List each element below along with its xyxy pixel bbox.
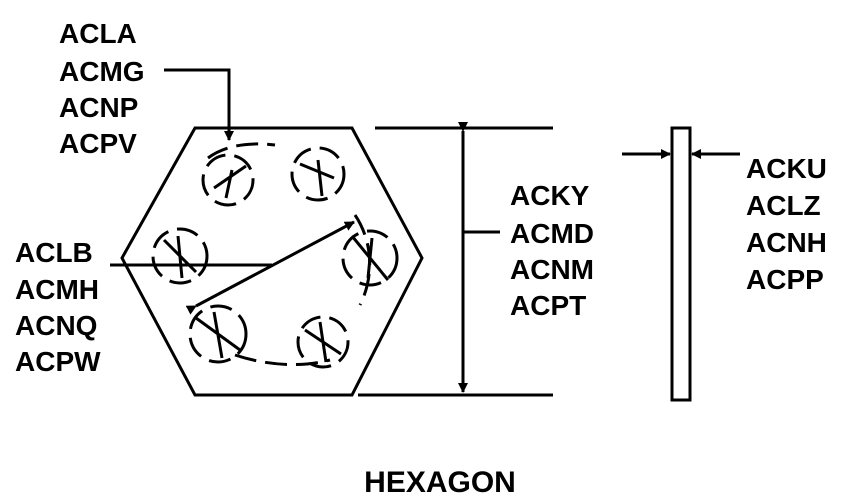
diagram-title: HEXAGON <box>364 466 516 499</box>
label-acmd: ACMD <box>510 218 594 249</box>
labels-center-right: ACKY ACMD ACNM ACPT <box>510 180 602 321</box>
label-acnp: ACNP <box>59 92 138 123</box>
leader-top-left <box>164 68 234 141</box>
labels-top-left: ACLA ACMG ACNP ACPV <box>59 18 152 159</box>
labels-far-right: ACKU ACLZ ACNH ACPP <box>746 153 835 295</box>
bolt-hole-bottom-right <box>296 315 350 369</box>
hexagon-outline <box>120 126 424 397</box>
labels-mid-left: ACLB ACMH ACNQ ACPW <box>15 237 107 377</box>
label-acpt: ACPT <box>510 290 586 321</box>
label-acpv: ACPV <box>59 128 137 159</box>
label-acku: ACKU <box>746 153 827 184</box>
bolt-circle-arc <box>207 142 372 367</box>
label-acmh: ACMH <box>15 274 99 305</box>
label-acpp: ACPP <box>746 264 824 295</box>
bolt-hole-top-left <box>201 153 255 207</box>
bolt-circle-diameter-arrow <box>185 220 355 315</box>
label-acnm: ACNM <box>510 254 594 285</box>
label-acnh: ACNH <box>746 227 827 258</box>
bolt-hole-bottom-left <box>188 304 248 364</box>
label-acky: ACKY <box>510 180 590 211</box>
bolt-hole-top-right <box>290 146 346 202</box>
label-acmg: ACMG <box>59 56 145 87</box>
label-acla: ACLA <box>59 18 137 49</box>
side-view-plate <box>670 126 692 402</box>
label-aclb: ACLB <box>15 237 93 268</box>
label-aclz: ACLZ <box>746 190 821 221</box>
label-acpw: ACPW <box>15 346 101 377</box>
label-acnq: ACNQ <box>15 310 97 341</box>
bolt-hole-mid-left <box>151 227 209 285</box>
